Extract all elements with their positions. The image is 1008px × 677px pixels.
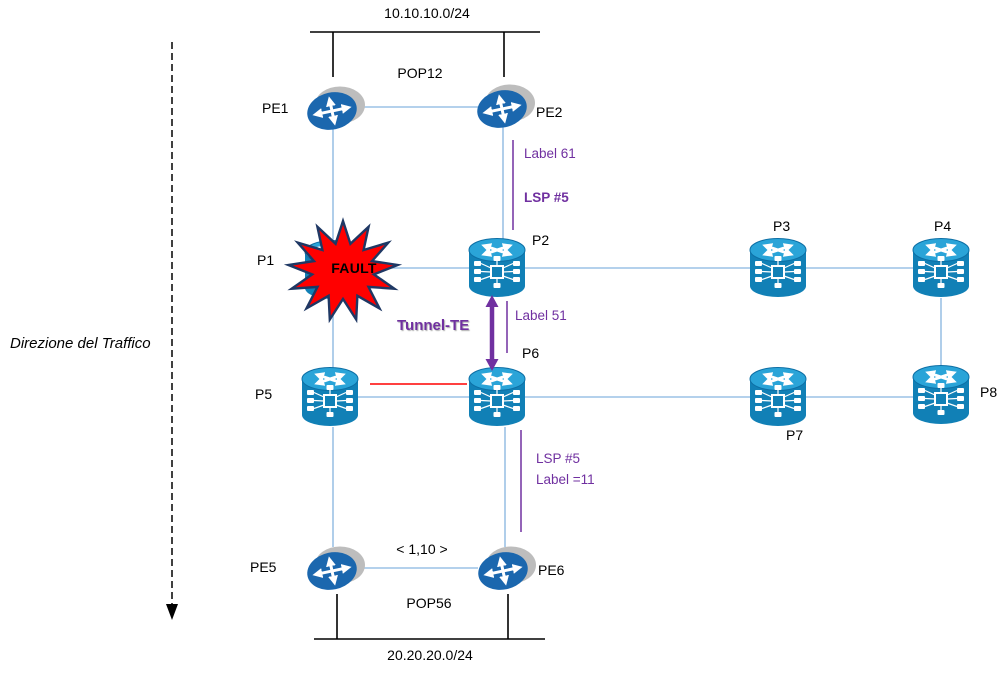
annotation-lsp5-top: LSP #5 [524,190,569,205]
router-pe1-icon [304,87,365,135]
subnet-label-top: 10.10.10.0/24 [384,5,470,21]
router-p3-icon [750,239,806,298]
node-label-p2: P2 [532,232,550,248]
node-label-p5: P5 [255,386,273,402]
subnet-label-bottom: 20.20.20.0/24 [387,647,473,663]
link-metric-label: < 1,10 > [396,541,448,557]
router-pe2-icon [474,85,535,133]
annotation-label-11: Label =11 [536,472,595,487]
pop-label-bottom: POP56 [406,595,452,611]
router-p8-icon [913,366,969,425]
annotation-lsp5-bottom: LSP #5 [536,451,581,466]
node-label-pe2: PE2 [536,104,563,120]
fault-star [283,217,403,324]
router-p5-icon [302,368,358,427]
annotation-label-61: Label 61 [524,146,576,161]
node-label-p8: P8 [980,384,998,400]
routers [302,85,969,595]
router-p2-icon [469,239,525,298]
traffic-direction-arrow [166,42,178,620]
node-label-p1: P1 [257,252,275,268]
pop-label-top: POP12 [397,65,443,81]
router-p4-icon [913,239,969,298]
node-label-pe5: PE5 [250,559,277,575]
router-pe5-icon [304,547,365,595]
fault-star-shape [283,217,403,324]
traffic-direction-label: Direzione del Traffico [10,335,151,352]
lan-bus-lines [310,31,545,640]
node-label-p6: P6 [522,345,540,361]
fault-label: FAULT [331,260,377,276]
node-label-pe1: PE1 [262,100,289,116]
network-links [332,106,942,569]
router-pe6-icon [475,547,536,595]
tunnel-te-label: Tunnel-TE [397,317,470,334]
node-label-pe6: PE6 [538,562,565,578]
annotation-label-51: Label 51 [515,308,567,323]
node-label-p7: P7 [786,427,804,443]
router-p7-icon [750,368,806,427]
tunnel-te-arrow [485,295,499,371]
node-label-p4: P4 [934,218,952,234]
annotation-lines [506,140,522,532]
node-label-p3: P3 [773,218,791,234]
router-p6-icon [469,368,525,427]
